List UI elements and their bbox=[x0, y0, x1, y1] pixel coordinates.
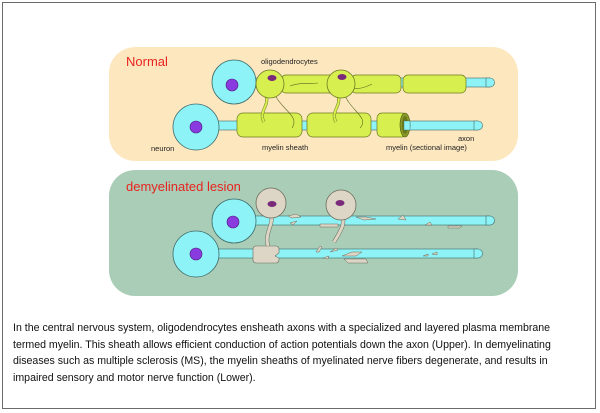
oligodendrocyte-process-fill bbox=[261, 95, 268, 123]
degenerating-oligodendrocyte-1 bbox=[255, 187, 287, 247]
axon-tip bbox=[485, 215, 495, 226]
normal-panel: Normal bbox=[109, 47, 518, 161]
debris-fragment bbox=[322, 255, 330, 260]
oligodendrocyte-nucleus bbox=[267, 201, 277, 207]
neuron-nucleus bbox=[226, 215, 240, 229]
axon-tip bbox=[473, 120, 483, 131]
debris-fragment bbox=[319, 223, 339, 228]
upper-neuron-bottom bbox=[172, 103, 483, 151]
lesion-panel: demyelinated lesion bbox=[109, 170, 518, 296]
debris-fragment bbox=[447, 225, 463, 229]
process-line bbox=[274, 94, 295, 129]
oligodendrocyte-nucleus bbox=[337, 74, 347, 80]
debris-fragment bbox=[397, 214, 407, 221]
myelin-segment bbox=[402, 74, 467, 94]
oligodendrocyte-2 bbox=[326, 69, 373, 129]
axon bbox=[209, 248, 479, 259]
myelin-debris bbox=[287, 213, 463, 264]
process-line bbox=[344, 94, 363, 129]
oligodendrocyte-nucleus bbox=[335, 200, 345, 206]
debris-fragment bbox=[424, 221, 433, 226]
lesion-neuron-top bbox=[211, 198, 495, 244]
oligodendrocyte-1 bbox=[255, 69, 319, 129]
debris-fragment bbox=[315, 245, 323, 253]
debris-fragment bbox=[341, 251, 363, 257]
oligodendrocyte-nucleus bbox=[267, 75, 277, 81]
myelin-segment bbox=[306, 112, 372, 138]
debris-fragment bbox=[329, 247, 339, 253]
process-line bbox=[289, 82, 319, 87]
label-oligodendrocytes: oligodendrocytes bbox=[261, 57, 318, 66]
axon-tip bbox=[485, 77, 495, 88]
oligodendrocyte-cell-body bbox=[255, 69, 285, 99]
label-myelin-sheath: myelin sheath bbox=[262, 143, 308, 152]
axon-core bbox=[403, 120, 411, 131]
debris-fragment bbox=[287, 213, 302, 219]
neuron-nucleus bbox=[189, 120, 203, 134]
normal-panel-title: Normal bbox=[126, 54, 168, 69]
debris-fragment bbox=[431, 251, 438, 256]
neuron-nucleus bbox=[225, 78, 239, 92]
lesion-neuron-bottom bbox=[172, 230, 483, 278]
debris-fragment bbox=[422, 253, 429, 257]
debris-fragment bbox=[343, 258, 369, 264]
figure-caption: In the central nervous system, oligodend… bbox=[13, 322, 551, 384]
degenerating-oligodendrocyte-2 bbox=[325, 189, 357, 244]
neuron-nucleus bbox=[189, 247, 203, 261]
debris-fragment bbox=[289, 220, 298, 226]
label-neuron: neuron bbox=[151, 144, 174, 153]
myelin-segment bbox=[350, 74, 402, 94]
debris-fragment bbox=[355, 216, 377, 221]
axon-tip bbox=[473, 248, 483, 259]
label-myelin-sectional: myelin (sectional image) bbox=[386, 143, 467, 152]
oligodendrocyte-cell-body bbox=[326, 69, 356, 99]
myelin-segment bbox=[236, 112, 303, 138]
label-axon: axon bbox=[458, 134, 474, 143]
oligodendrocyte-process-fill bbox=[333, 95, 340, 123]
degenerating-myelin-remnant bbox=[252, 245, 280, 264]
lesion-panel-title: demyelinated lesion bbox=[126, 179, 241, 194]
